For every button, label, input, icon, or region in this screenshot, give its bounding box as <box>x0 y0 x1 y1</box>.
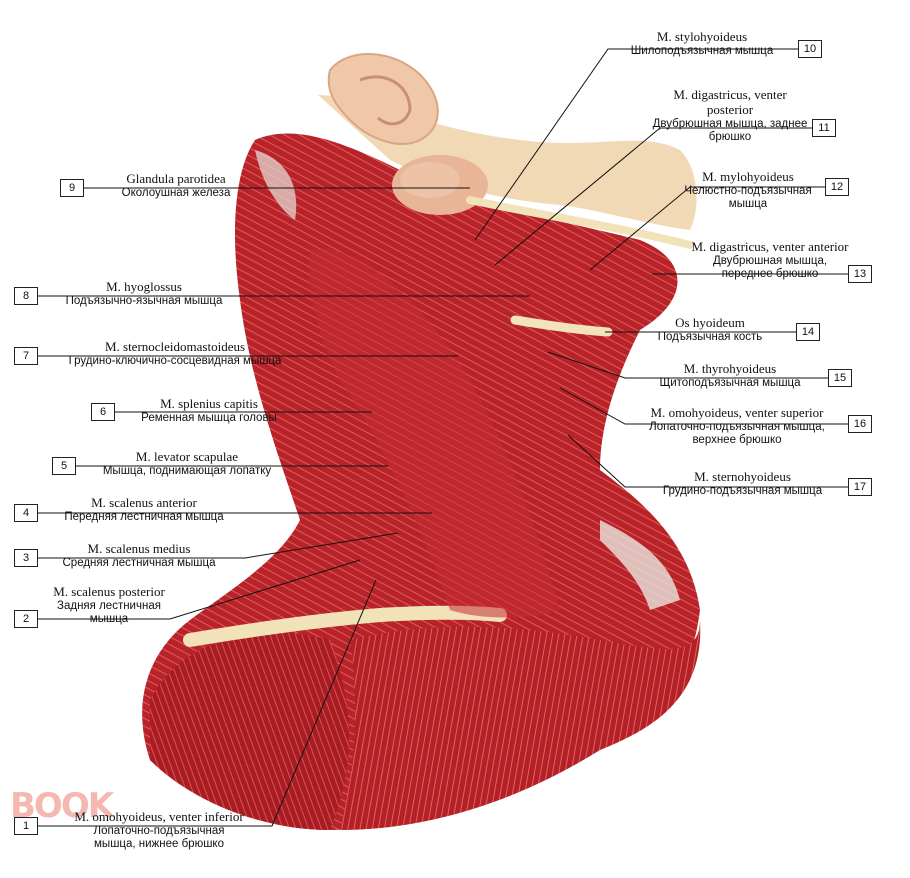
number-badge-5: 5 <box>52 457 76 475</box>
number-badge-11: 11 <box>812 119 836 137</box>
label-scalenus-medius: M. scalenus medius Средняя лестничная мы… <box>62 541 216 569</box>
ear <box>327 53 439 145</box>
mandible <box>466 196 694 249</box>
label-hyoglossus: M. hyoglossus Подъязычно-язычная мышца <box>65 279 223 307</box>
number-badge-2: 2 <box>14 610 38 628</box>
number-badge-15: 15 <box>828 369 852 387</box>
number-badge-7: 7 <box>14 347 38 365</box>
number-badge-3: 3 <box>14 549 38 567</box>
label-os-hyoideum: Os hyoideum Подъязычная кость <box>657 315 763 343</box>
number-badge-4: 4 <box>14 504 38 522</box>
trapezius <box>150 632 349 830</box>
number-badge-17: 17 <box>848 478 872 496</box>
leader-lines <box>37 48 848 827</box>
sternocleidomastoid <box>309 248 560 618</box>
label-omohyoideus-inferior: M. omohyoideus, venter inferior Лопаточн… <box>74 809 244 851</box>
label-digastricus-posterior: M. digastricus, venter posterior Двубрюш… <box>652 87 808 144</box>
label-scalenus-anterior: M. scalenus anterior Передняя лестничная… <box>64 495 224 523</box>
label-sternocleidomastoideus: M. sternocleidomastoideus Грудино-ключич… <box>68 339 282 367</box>
label-mylohyoideus: M. mylohyoideus Челюстно-подъязычная мыш… <box>684 169 812 211</box>
label-thyrohyoideus: M. thyrohyoideus Щитоподъязычная мышца <box>659 361 801 389</box>
number-badge-6: 6 <box>91 403 115 421</box>
label-levator-scapulae: M. levator scapulae Мышца, поднимающая л… <box>102 449 272 477</box>
pectoral-region <box>340 620 701 830</box>
label-stylohyoideus: M. stylohyoideus Шилоподъязычная мышца <box>630 29 774 57</box>
hyoid-bone <box>510 315 613 337</box>
label-scalenus-posterior: M. scalenus posterior Задняя лестничная … <box>53 584 165 626</box>
label-sternohyoideus: M. sternohyoideus Грудино-подъязычная мы… <box>662 469 823 497</box>
number-badge-13: 13 <box>848 265 872 283</box>
number-badge-14: 14 <box>796 323 820 341</box>
number-badge-12: 12 <box>825 178 849 196</box>
number-badge-1: 1 <box>14 817 38 835</box>
label-splenius-capitis: M. splenius capitis Ременная мышца голов… <box>141 396 277 424</box>
label-omohyoideus-superior: M. omohyoideus, venter superior Лопаточн… <box>649 405 825 447</box>
number-badge-10: 10 <box>798 40 822 58</box>
number-badge-8: 8 <box>14 287 38 305</box>
label-digastricus-anterior: M. digastricus, venter anterior Двубрюшн… <box>691 239 849 281</box>
number-badge-16: 16 <box>848 415 872 433</box>
number-badge-9: 9 <box>60 179 84 197</box>
label-glandula-parotidea: Glandula parotidea Околоушная железа <box>121 171 231 199</box>
